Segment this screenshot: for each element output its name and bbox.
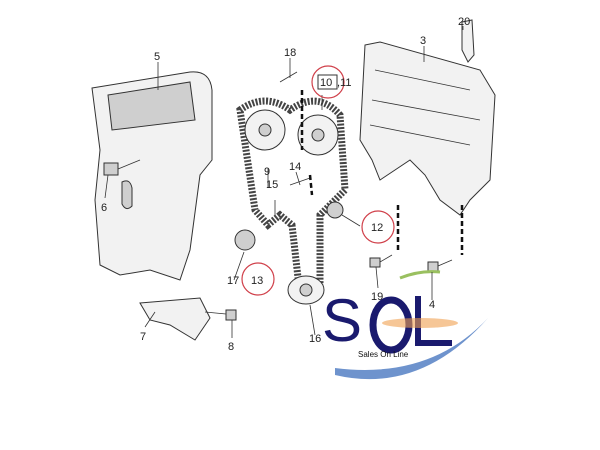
bolt-18	[279, 71, 298, 83]
sol-logo: S Sales On Line	[322, 287, 488, 380]
rear-cover-ribs	[369, 69, 481, 146]
callout-14: 14	[289, 161, 301, 173]
logo-swoosh	[335, 318, 488, 380]
callout-8: 8	[228, 341, 234, 353]
callout-18: 18	[284, 47, 296, 59]
pulley-hub	[299, 283, 313, 297]
cover-window	[107, 81, 196, 131]
callout-10: 10	[320, 77, 332, 89]
callout-9: 9	[264, 166, 270, 178]
callout-6: 6	[101, 202, 107, 214]
callout-12: 12	[371, 222, 383, 234]
callout-7: 7	[140, 331, 146, 343]
green-swoosh	[399, 270, 441, 280]
callout-box-10	[317, 74, 338, 90]
bolt-4	[427, 259, 453, 272]
highlight-circle-12	[361, 210, 395, 244]
pulley-hub	[258, 123, 272, 137]
callout-3: 3	[420, 35, 426, 47]
logo-letter-l	[415, 296, 452, 346]
logo-highlight	[382, 318, 458, 328]
highlight-circle-13	[241, 262, 275, 296]
logo-tagline: Sales On Line	[358, 350, 409, 359]
bracket-20	[461, 19, 475, 63]
bolt-8	[204, 309, 237, 321]
callout-11: ,11	[337, 77, 351, 89]
callout-20: 20	[458, 16, 470, 28]
callout-5: 5	[154, 51, 160, 63]
tensioner-13	[234, 229, 256, 251]
bolt-6	[103, 159, 141, 176]
callout-16: 16	[309, 333, 321, 345]
rear-timing-cover	[359, 41, 496, 216]
callout-13: 13	[251, 275, 263, 287]
callout-4: 4	[429, 299, 435, 311]
callout-15: 15	[266, 179, 278, 191]
cover-slot	[121, 180, 133, 210]
bolt-14	[289, 177, 311, 186]
logo-letter-s: S	[322, 287, 362, 354]
bolt-19	[369, 254, 393, 268]
timing-belt	[236, 97, 349, 300]
pulley-hub	[311, 128, 325, 142]
leader-lines	[104, 26, 464, 338]
assembly-line	[308, 174, 314, 196]
callout-19: 19	[371, 291, 383, 303]
idler-pulley-12	[326, 201, 344, 219]
highlight-circle-10	[311, 65, 345, 99]
callout-17: 17	[227, 275, 239, 287]
